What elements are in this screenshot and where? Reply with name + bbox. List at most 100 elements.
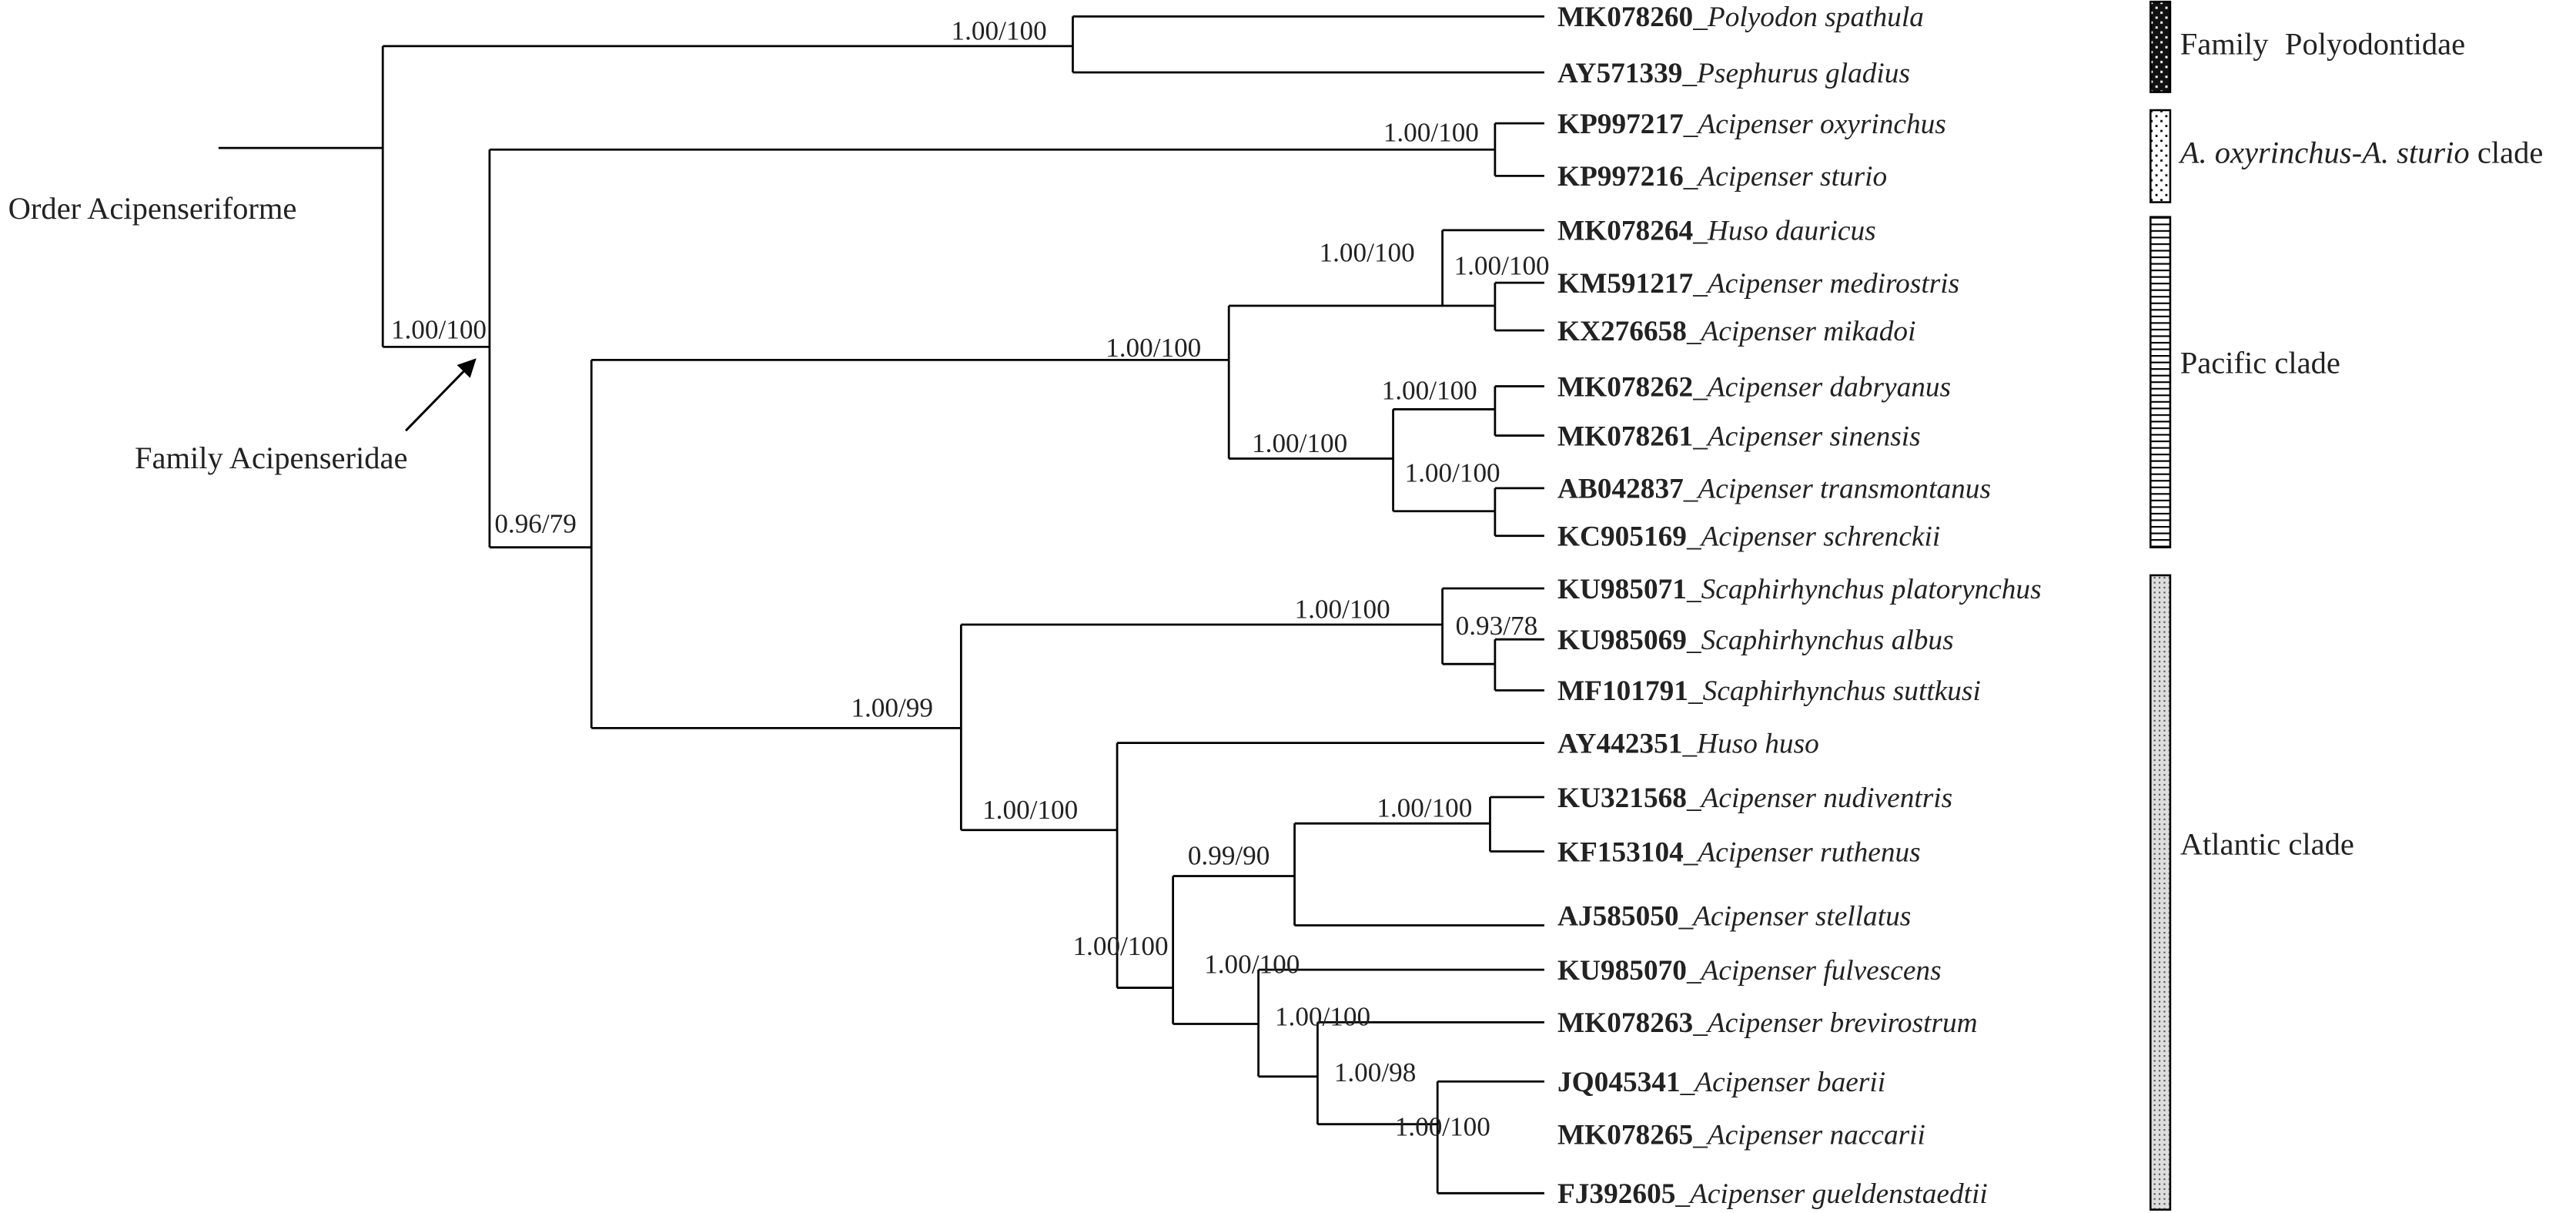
separator: _ (1688, 675, 1703, 707)
separator: _ (1692, 371, 1708, 403)
species-name: Acipenser gueldenstaedtii (1688, 1178, 1988, 1210)
separator: _ (1686, 625, 1701, 656)
leaf-labels: MK078260_Polyodon spathulaAY571339_Pseph… (1557, 2, 2042, 1210)
accession-number: MK078261 (1557, 421, 1693, 452)
species-name: Scaphirhynchus suttkusi (1703, 675, 1981, 707)
branch-polyodontidae (383, 15, 1544, 74)
accession-number: KU321568 (1557, 782, 1687, 814)
leaf-label: MK078261_Acipenser sinensis (1557, 421, 1921, 452)
support-value: 0.99/90 (1188, 841, 1270, 871)
family-annotation: Family Acipenseridae (135, 441, 408, 475)
leaf-label: KM591217_Acipenser medirostris (1557, 268, 1959, 300)
leaf-label: MK078260_Polyodon spathula (1557, 2, 1924, 33)
order-annotation: Order Acipenseriforme (8, 191, 297, 226)
support-value: 1.00/98 (1334, 1057, 1417, 1087)
branch-node-096 (489, 360, 593, 729)
separator: _ (1692, 268, 1708, 300)
leaf-label: MK078264_Huso dauricus (1557, 216, 1876, 247)
accession-number: AB042837 (1557, 474, 1684, 505)
support-value: 1.00/100 (391, 315, 487, 345)
pacific-label: Pacific clade (2180, 345, 2340, 380)
tree-branches (218, 15, 1544, 1195)
leaf-label: KP997217_Acipenser oxyrinchus (1557, 109, 1946, 140)
accession-number: MK078263 (1557, 1007, 1693, 1039)
accession-number: AJ585050 (1557, 900, 1679, 932)
branch-oxy-sturio (489, 122, 1544, 177)
support-value: 1.00/100 (1382, 376, 1477, 406)
leaf-label: AJ585050_Acipenser stellatus (1557, 900, 1911, 932)
species-name: Acipenser sturio (1695, 161, 1887, 193)
species-name: Scaphirhynchus albus (1701, 625, 1954, 656)
polyodontidae-bar (2149, 0, 2172, 93)
leaf-label: JQ045341_Acipenser baerii (1557, 1067, 1885, 1098)
species-name: Acipenser naccarii (1705, 1119, 1925, 1151)
branch-pacific (591, 229, 1544, 538)
separator: _ (1692, 421, 1708, 452)
arrow-icon (405, 358, 477, 432)
support-value: 1.00/100 (1295, 594, 1390, 624)
separator: _ (1678, 900, 1694, 932)
accession-number: KP997216 (1557, 161, 1684, 193)
species-name: Psephurus gladius (1696, 58, 1910, 89)
oxy-sturio-label: A. oxyrinchus-A. sturio clade (2178, 135, 2544, 169)
species-name: Huso huso (1696, 728, 1819, 759)
separator: _ (1683, 836, 1698, 868)
leaf-label: MF101791_Scaphirhynchus suttkusi (1557, 675, 1981, 707)
atlantic-label: Atlantic clade (2180, 827, 2354, 862)
atlantic-bar (2149, 574, 2172, 1211)
separator: _ (1686, 782, 1701, 814)
accession-number: KP997217 (1557, 109, 1684, 140)
support-value: 0.93/78 (1456, 611, 1538, 641)
accession-number: KU985071 (1557, 574, 1687, 605)
support-value: 1.00/100 (982, 795, 1078, 825)
leaf-label: KU985070_Acipenser fulvescens (1557, 955, 1942, 987)
leaf-label: KF153104_Acipenser ruthenus (1557, 836, 1921, 868)
separator: _ (1680, 1067, 1695, 1098)
separator: _ (1686, 574, 1701, 605)
accession-number: MF101791 (1557, 675, 1688, 707)
support-value: 1.00/100 (1275, 1002, 1370, 1032)
accession-number: MK078262 (1557, 371, 1693, 403)
support-value: 1.00/100 (1204, 949, 1300, 979)
separator: _ (1681, 728, 1697, 759)
separator: _ (1692, 1007, 1708, 1039)
species-name: Acipenser stellatus (1691, 900, 1911, 932)
separator: _ (1683, 161, 1698, 193)
support-value: 1.00/100 (1454, 250, 1550, 280)
leaf-label: AY571339_Psephurus gladius (1557, 58, 1910, 89)
species-name: Acipenser mikadoi (1699, 316, 1916, 347)
support-value: 0.96/79 (494, 508, 577, 538)
pacific-bar (2149, 216, 2172, 548)
leaf-label: KP997216_Acipenser sturio (1557, 161, 1887, 193)
species-name: Acipenser schrenckii (1699, 521, 1941, 553)
species-name: Acipenser dabryanus (1705, 371, 1951, 403)
support-value: 1.00/100 (952, 15, 1047, 45)
leaf-label: KC905169_Acipenser schrenckii (1557, 521, 1940, 553)
accession-number: MK078260 (1557, 2, 1693, 33)
separator: _ (1683, 109, 1698, 140)
accession-number: MK078265 (1557, 1119, 1693, 1151)
separator: _ (1686, 955, 1701, 987)
support-value: 1.00/99 (851, 692, 933, 722)
separator: _ (1692, 1119, 1708, 1151)
accession-number: AY442351 (1557, 728, 1682, 759)
leaf-label: AY442351_Huso huso (1557, 728, 1819, 759)
species-name: Acipenser oxyrinchus (1695, 109, 1945, 140)
branch-atlantic (591, 587, 1544, 1195)
leaf-label: MK078263_Acipenser brevirostrum (1557, 1007, 1978, 1039)
separator: _ (1686, 521, 1701, 553)
separator: _ (1686, 316, 1701, 347)
species-name: Huso dauricus (1707, 216, 1876, 247)
accession-number: AY571339 (1557, 58, 1682, 89)
species-name: Acipenser sinensis (1705, 421, 1921, 452)
support-value: 1.00/100 (1383, 118, 1479, 148)
species-name: Acipenser ruthenus (1695, 836, 1920, 868)
accession-number: MK078264 (1557, 216, 1693, 247)
support-value: 1.00/100 (1106, 333, 1201, 363)
support-value: 1.00/100 (1320, 237, 1415, 267)
leaf-label: KU321568_Acipenser nudiventris (1557, 782, 1952, 814)
leaf-label: KX276658_Acipenser mikadoi (1557, 316, 1916, 347)
separator: _ (1681, 58, 1697, 89)
